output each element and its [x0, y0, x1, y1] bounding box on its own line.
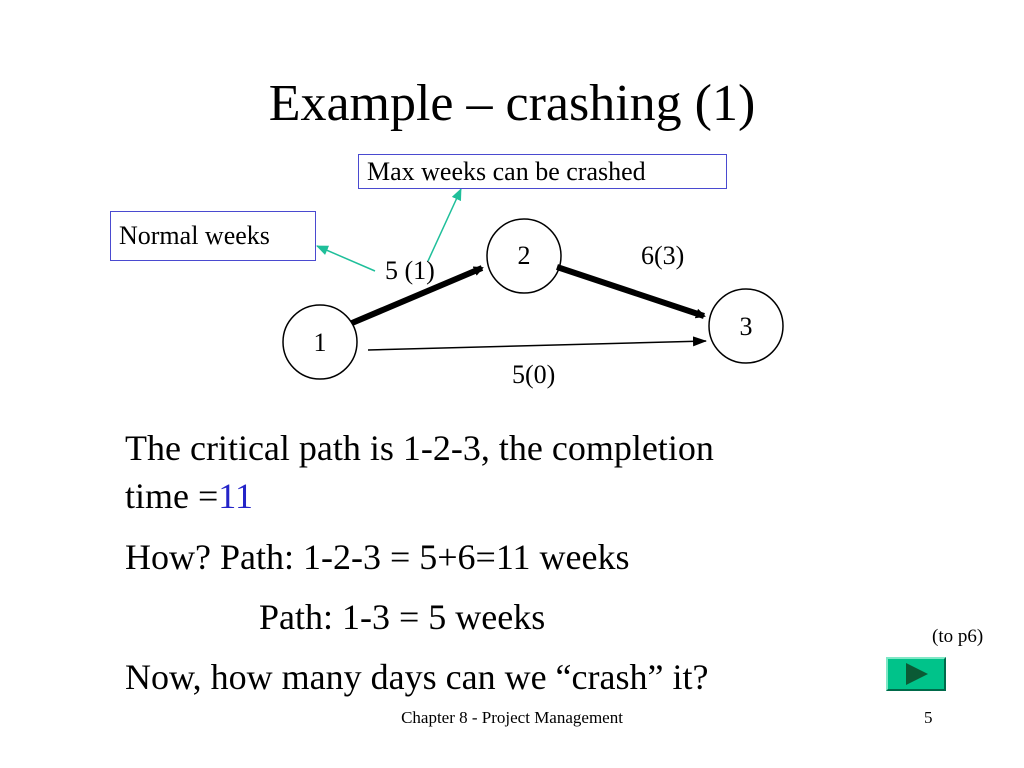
play-triangle-icon — [906, 663, 928, 685]
node-2-circle — [486, 218, 562, 294]
page-number: 5 — [924, 708, 933, 727]
to-page-6-label: (to p6) — [932, 626, 984, 647]
node-1-circle — [282, 304, 358, 380]
normal-weeks-callout: Normal weeks — [110, 211, 316, 261]
slide-title: Example – crashing (1) — [268, 75, 756, 132]
body-line-crash-question: Now, how many days can we “crash” it? — [125, 657, 709, 697]
body-line-critical-path: The critical path is 1-2-3, the completi… — [125, 428, 714, 468]
edge-1-2-arrow — [350, 265, 484, 326]
body-line-path-1-2-3: How? Path: 1-2-3 = 5+6=11 weeks — [125, 537, 630, 577]
max-weeks-leader-line — [427, 188, 462, 262]
edge-2-3-arrow — [556, 264, 706, 319]
node-1-label: 1 — [313, 328, 327, 357]
edge-1-3-label: 5(0) — [512, 360, 556, 389]
next-slide-button[interactable] — [886, 657, 946, 691]
edge-1-3-arrow — [367, 336, 707, 351]
completion-time-prefix: time = — [125, 476, 219, 516]
max-weeks-callout: Max weeks can be crashed — [358, 154, 727, 189]
edge-1-2-label: 5 (1) — [385, 256, 435, 285]
normal-weeks-leader-line — [316, 245, 376, 272]
body-line-path-1-3: Path: 1-3 = 5 weeks — [259, 597, 546, 637]
completion-time-value: 11 — [218, 476, 253, 516]
node-3-label: 3 — [739, 312, 753, 341]
body-line-completion-time: time =11 — [125, 476, 253, 516]
node-2-label: 2 — [517, 241, 531, 270]
edge-2-3-label: 6(3) — [641, 241, 685, 270]
node-3-circle — [708, 288, 784, 364]
slide-footer: Chapter 8 - Project Management — [401, 708, 623, 727]
